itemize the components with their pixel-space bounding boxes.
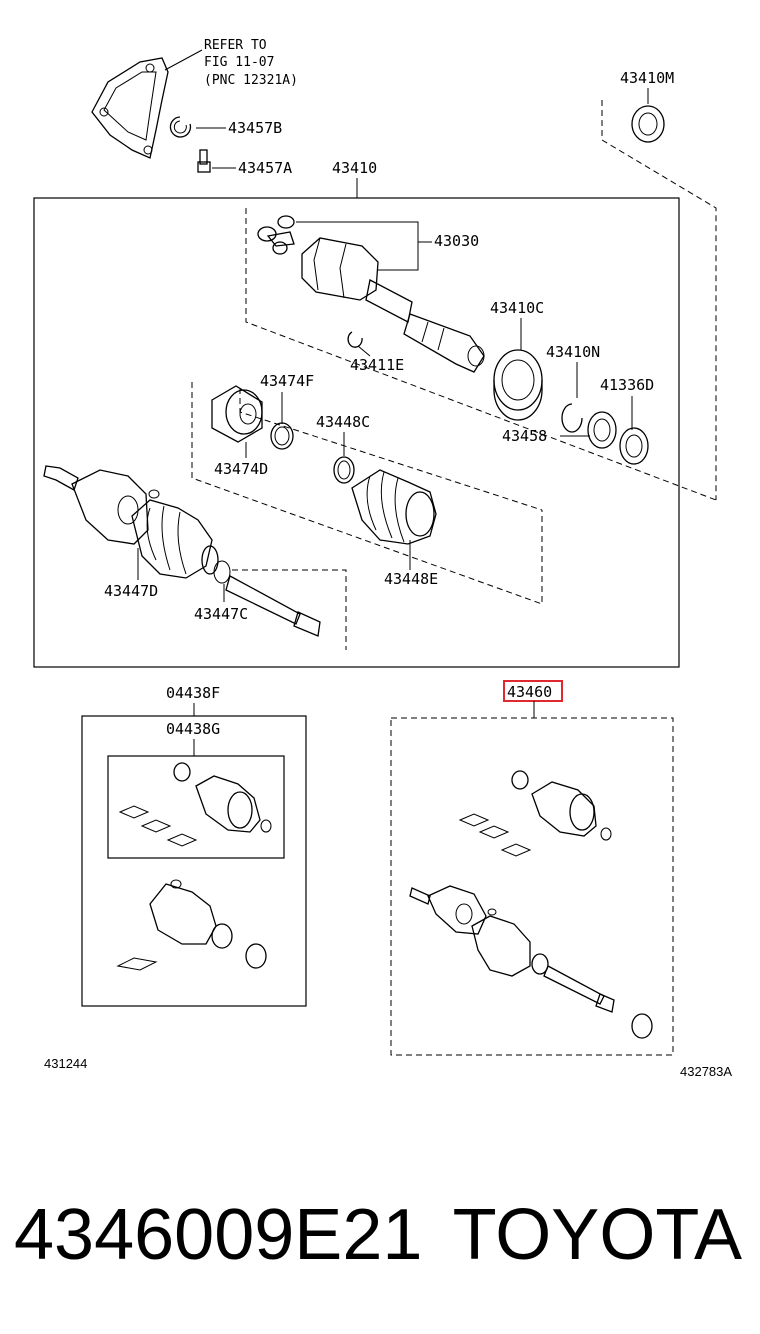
reference-note-line3: (PNC 12321A)	[204, 73, 298, 88]
snap-ring-43457b	[169, 116, 226, 138]
label-43474d: 43474D	[214, 460, 268, 478]
assembly-box-43460	[390, 717, 674, 1056]
parts-diagram: REFER TO FIG 11-07 (PNC 12321A) 43457B 4…	[33, 38, 732, 1079]
snap-ring-43410n	[561, 403, 583, 433]
reference-note-line2: FIG 11-07	[204, 55, 274, 70]
bearing-43410c	[493, 349, 543, 421]
boot-kit-04438f-parts	[116, 879, 267, 971]
figure-code-left: 431244	[44, 1056, 87, 1071]
part-number: 4346009E21	[14, 1195, 423, 1275]
oil-seal-43410m	[631, 105, 665, 143]
inner-boot-43448e	[351, 469, 437, 545]
clamp-43474f	[270, 422, 294, 450]
label-43410m: 43410M	[620, 69, 674, 87]
label-43457b: 43457B	[228, 119, 282, 137]
ring-43458	[587, 411, 617, 449]
brand-name: TOYOTA	[452, 1195, 742, 1275]
drive-shaft-43460-parts	[409, 770, 653, 1039]
label-43448e: 43448E	[384, 570, 438, 588]
nipple-43457a	[197, 149, 236, 173]
kit-box-04438g	[107, 755, 285, 859]
label-04438g: 04438G	[166, 720, 220, 738]
product-footer: 4346009E21 TOYOTA	[0, 1190, 760, 1280]
label-43460: 43460	[507, 683, 552, 701]
label-43447d: 43447D	[104, 582, 158, 600]
label-43448c: 43448C	[316, 413, 370, 431]
label-41336d: 41336D	[600, 376, 654, 394]
damper-43474d	[211, 385, 263, 443]
figure-code-right: 432783A	[680, 1064, 732, 1079]
label-43410c: 43410C	[490, 299, 544, 317]
outer-joint-43447d	[43, 465, 321, 637]
clamp-43448c	[333, 456, 355, 484]
label-43411e: 43411E	[350, 356, 404, 374]
label-43457a: 43457A	[238, 159, 292, 177]
snap-ring-43411e	[347, 331, 371, 357]
label-43458: 43458	[502, 427, 547, 445]
kit-box-04438f	[81, 715, 307, 1007]
label-43410n: 43410N	[546, 343, 600, 361]
highlight-43460	[503, 680, 563, 702]
assembly-box-43410	[33, 197, 680, 668]
bracket-part	[91, 49, 203, 159]
label-43410: 43410	[332, 159, 377, 177]
label-04438f: 04438F	[166, 684, 220, 702]
seal-41336d	[619, 427, 649, 465]
label-43447c: 43447C	[194, 605, 248, 623]
label-43030: 43030	[434, 232, 479, 250]
inner-joint-43030	[257, 215, 485, 373]
reference-note-line1: REFER TO	[204, 38, 267, 53]
boot-kit-04438g-parts	[118, 762, 272, 847]
label-43474f: 43474F	[260, 372, 314, 390]
